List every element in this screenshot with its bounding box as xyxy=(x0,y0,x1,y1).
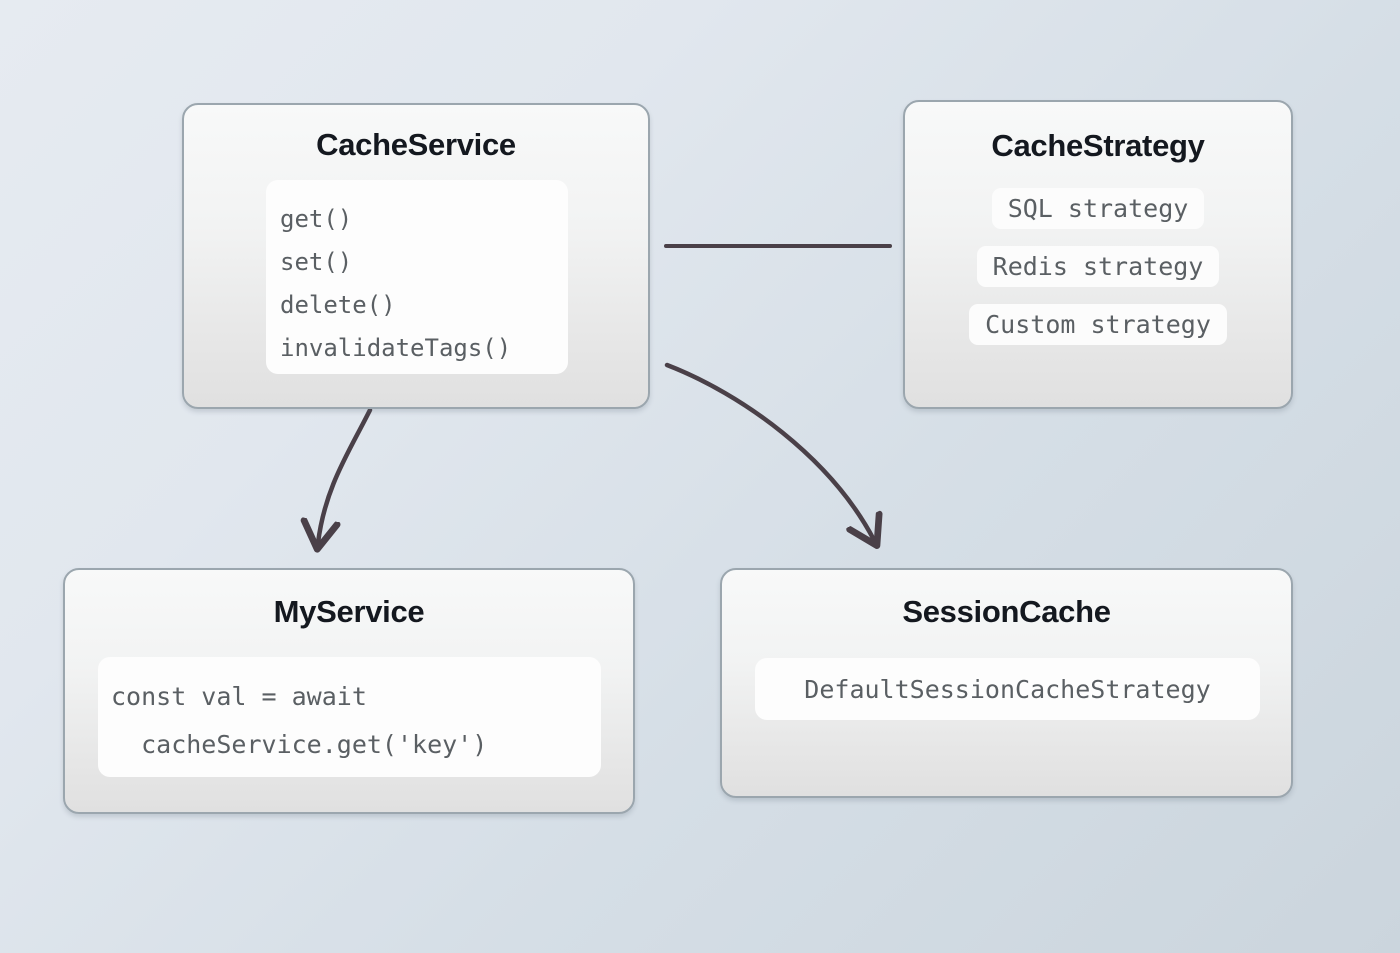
method-set: set() xyxy=(280,248,353,276)
code-line-2: cacheService.get('key') xyxy=(111,730,488,759)
method-get: get() xyxy=(280,205,353,233)
node-cacheservice-title: CacheService xyxy=(316,127,516,162)
cacheservice-methods-panel: get() set() delete() invalidateTags() xyxy=(266,180,568,374)
sessioncache-strategy-panel: DefaultSessionCacheStrategy xyxy=(755,658,1260,720)
node-myservice[interactable]: MyService const val = await cacheService… xyxy=(63,568,635,814)
chip-sql-strategy[interactable]: SQL strategy xyxy=(991,188,1205,229)
method-delete: delete() xyxy=(280,291,396,319)
chip-custom-strategy[interactable]: Custom strategy xyxy=(969,304,1227,345)
myservice-code-panel: const val = await cacheService.get('key'… xyxy=(98,657,601,777)
node-cacheservice[interactable]: CacheService get() set() delete() invali… xyxy=(182,103,650,409)
cachestrategy-chip-list: SQL strategy Redis strategy Custom strat… xyxy=(905,188,1291,345)
edge-cacheservice-sessioncache xyxy=(664,362,874,540)
edge-cacheservice-myservice xyxy=(318,407,373,543)
chip-redis-strategy[interactable]: Redis strategy xyxy=(976,246,1220,287)
method-invalidatetags: invalidateTags() xyxy=(280,334,512,362)
node-myservice-title: MyService xyxy=(273,594,425,629)
node-sessioncache-title: SessionCache xyxy=(902,594,1111,629)
default-session-cache-strategy-label: DefaultSessionCacheStrategy xyxy=(804,674,1211,704)
node-sessioncache[interactable]: SessionCache DefaultSessionCacheStrategy xyxy=(720,568,1293,798)
node-cachestrategy-title: CacheStrategy xyxy=(991,128,1205,163)
code-line-1: const val = await xyxy=(111,682,367,711)
node-cachestrategy[interactable]: CacheStrategy SQL strategy Redis strateg… xyxy=(903,100,1293,409)
